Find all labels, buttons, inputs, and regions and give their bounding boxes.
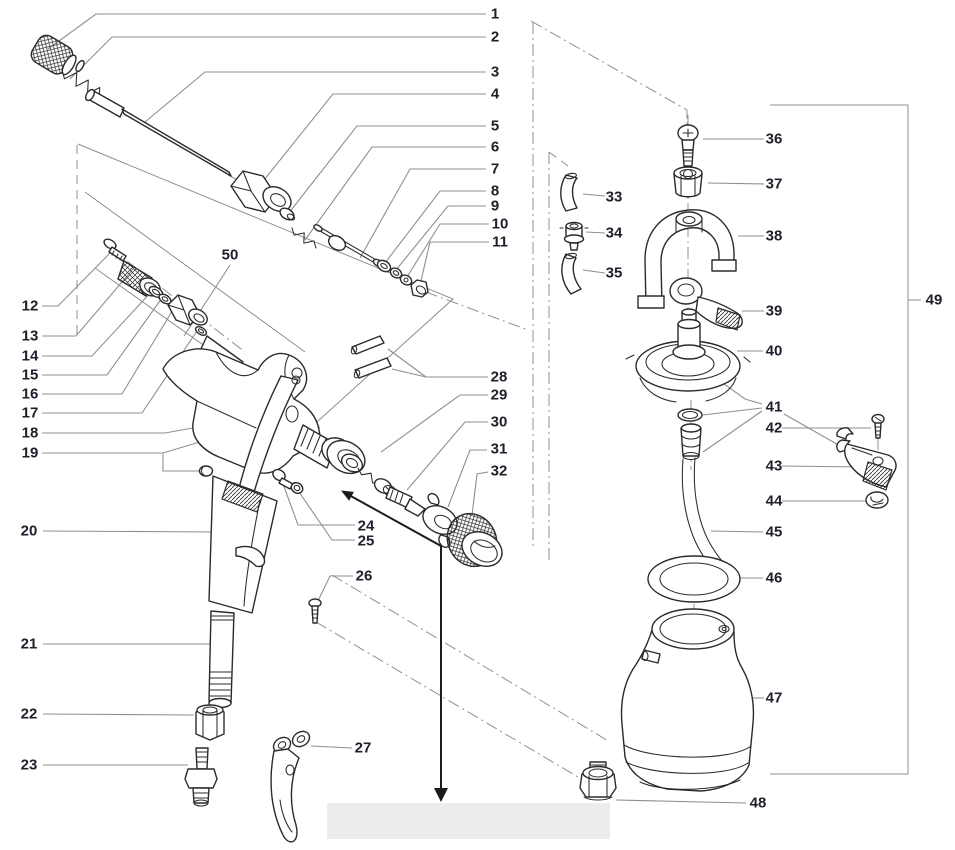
part-label-22: 22 [21,706,38,723]
part-36-screw [677,124,699,167]
part-label-41: 41 [766,399,783,416]
part-label-28: 28 [491,369,508,386]
part-40-lid [625,308,751,403]
part-label-37: 37 [766,176,783,193]
part-44-clip [865,491,889,509]
part-48-nut [579,761,617,801]
part-10-washer [399,274,413,286]
part-label-49: 49 [926,292,943,309]
part-3-needle [84,88,232,177]
part-32-retaining-ring [446,512,503,568]
part-46-gasket [647,555,741,603]
part-label-7: 7 [491,161,499,178]
part-label-35: 35 [606,265,623,282]
part-12-screw [103,238,127,262]
part-label-13: 13 [22,328,39,345]
part-25-nut [290,482,304,494]
part-11-nut [410,279,429,298]
part-label-38: 38 [766,228,783,245]
part-label-42: 42 [766,420,783,437]
part-47-cup [620,608,755,792]
part-5-poppet [279,207,296,221]
part-8-washer [376,259,392,273]
bracket-49 [770,104,909,775]
part-label-44: 44 [766,493,783,510]
part-label-34: 34 [606,225,623,242]
part-label-48: 48 [750,795,767,812]
assembly-arrows [341,490,448,802]
part-label-23: 23 [21,757,38,774]
part-20-handle [208,475,278,614]
part-35-tube [561,252,582,295]
part-label-25: 25 [358,533,375,550]
part-26-screw [308,598,322,624]
part-33-tube [560,172,578,212]
part-28-pins [350,335,392,379]
part-41-valve-body [680,423,702,461]
part-23-inlet-fitting [184,747,218,807]
part-label-40: 40 [766,343,783,360]
part-label-8: 8 [491,183,499,200]
part-1-packing-knob [30,34,85,76]
parts-cup-assembly [559,124,897,801]
part-label-30: 30 [491,414,508,431]
gun-body [162,348,322,474]
part-label-45: 45 [766,524,783,541]
part-label-19: 19 [22,445,39,462]
part-label-20: 20 [21,523,38,540]
part-label-32: 32 [491,463,508,480]
part-label-3: 3 [491,64,499,81]
part-label-2: 2 [491,29,499,46]
part-43-clamp [836,427,897,491]
part-42-screw [871,413,885,439]
part-label-4: 4 [491,86,500,103]
part-label-24: 24 [358,518,375,535]
part-6-valve-spring [291,227,317,249]
part-24-screw [272,468,294,490]
part-label-27: 27 [355,740,372,757]
part-21-extension-tube [208,610,235,709]
part-38-bail [637,209,737,309]
part-30-check-valve [385,486,426,517]
upleft-arrowhead [341,490,354,501]
part-label-16: 16 [22,386,39,403]
part-label-1: 1 [491,6,499,23]
part-label-17: 17 [22,405,39,422]
part-4-seat-housing [230,170,292,213]
scan-shade-band [327,803,610,839]
part-label-18: 18 [22,425,39,442]
part-label-39: 39 [766,303,783,320]
part-label-33: 33 [606,189,623,206]
part-label-21: 21 [21,636,38,653]
part-label-11: 11 [492,234,508,251]
down-arrowhead [434,788,448,802]
part-label-5: 5 [491,118,499,135]
part-label-6: 6 [491,139,499,156]
part-16-fitting [167,294,208,326]
part-39-lever [669,277,743,331]
part-17-o-ring [194,325,208,337]
part-37-nut [673,166,703,198]
part-label-10: 10 [492,216,509,233]
gun-barrel-front [293,424,366,475]
part-34-fitting [559,221,589,251]
part-label-14: 14 [22,348,39,365]
parts-gun-assembly [30,34,503,843]
part-label-36: 36 [766,131,783,148]
part-labels: 1234567891011121314151617181920212223242… [21,6,943,812]
part-label-9: 9 [491,198,499,215]
part-22-nut [195,704,225,741]
part-label-50: 50 [222,247,239,264]
part-27-trigger-lever [270,730,311,843]
part-label-15: 15 [22,367,39,384]
part-label-47: 47 [766,690,783,707]
part-label-29: 29 [491,387,508,404]
part-label-12: 12 [22,298,39,315]
part-label-43: 43 [766,458,783,475]
part-41-o-ring [677,408,703,422]
part-label-31: 31 [491,441,508,458]
part-label-46: 46 [766,570,783,587]
part-label-26: 26 [356,568,373,585]
